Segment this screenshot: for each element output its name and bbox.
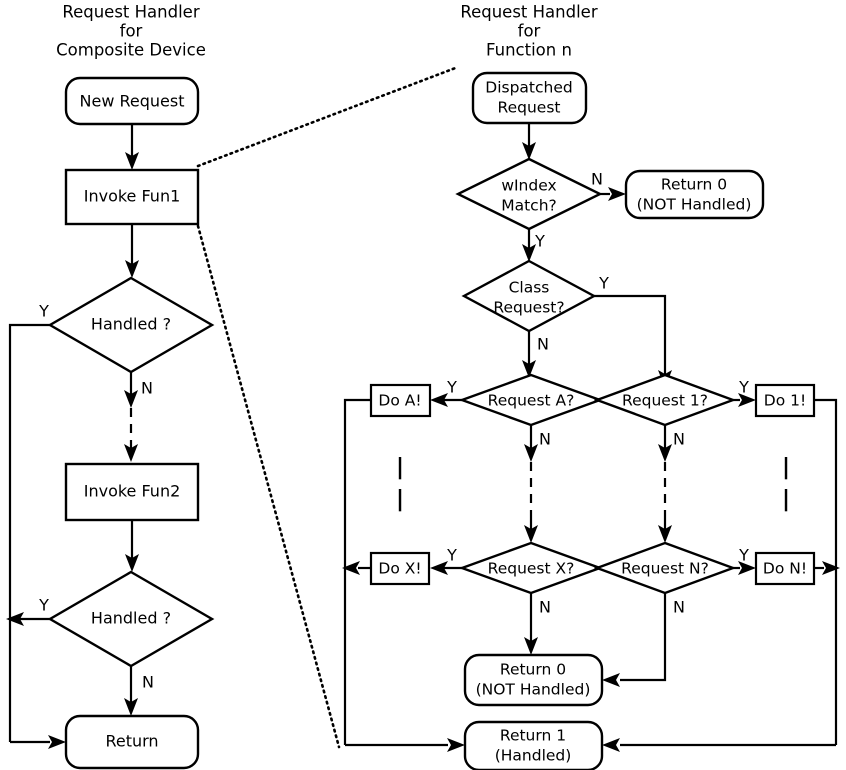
right-heading-line1: Request Handler <box>460 3 597 22</box>
label-handled2-yes: Y <box>38 596 49 615</box>
ellipsis-mark-left-1: | <box>396 455 404 480</box>
node-invoke-fun1[interactable] <box>64 168 200 226</box>
arrowhead-windex-no <box>608 187 626 201</box>
label-class-no: N <box>537 335 549 354</box>
arrowhead-request-a-no <box>524 444 538 462</box>
node-return1-line1: Return 1 <box>500 727 566 745</box>
node-invoke-fun2-label: Invoke Fun2 <box>84 482 181 501</box>
node-request-1-label: Request 1? <box>622 392 708 410</box>
node-return1-line2: (Handled) <box>495 747 572 765</box>
node-return0-bottom[interactable] <box>463 653 604 707</box>
left-heading-line3: Composite Device <box>56 41 206 60</box>
label-request-1-no: N <box>673 430 685 449</box>
edge-handled1-yes-rail <box>8 323 50 742</box>
label-windex-yes: Y <box>534 232 545 251</box>
node-request-a-label: Request A? <box>488 392 575 410</box>
node-handled-2-label: Handled ? <box>91 609 171 628</box>
arrowhead-dispatched-to-windex <box>522 142 536 160</box>
label-request-x-no: N <box>539 598 551 617</box>
arrowhead-request-x-no <box>524 637 538 655</box>
arrowhead-do-n-to-rail <box>822 561 840 575</box>
edge-request-n-no <box>620 593 667 682</box>
arrowhead-handled1-no <box>124 390 138 408</box>
arrowhead-handled2-no <box>124 698 138 716</box>
right-heading-line2: for <box>518 22 541 41</box>
node-return0-top[interactable] <box>624 169 765 220</box>
label-request-x-yes: Y <box>446 546 457 565</box>
edge-class-yes <box>594 294 667 378</box>
node-request-n-label: Request N? <box>621 560 709 578</box>
arrowhead-dashed-to-fun2 <box>124 444 138 462</box>
label-request-1-yes: Y <box>738 378 749 397</box>
edge-do-a-rail <box>343 398 371 745</box>
right-heading-line3: Function n <box>486 41 572 60</box>
ellipsis-mark-left-2: | <box>396 487 404 512</box>
edge-do-1-rail <box>814 398 838 745</box>
node-return-left-label: Return <box>105 732 158 751</box>
zoom-connector-bottom <box>196 224 341 749</box>
arrowhead-handled2-yes <box>6 612 24 626</box>
arrowhead-class-no <box>522 360 536 378</box>
arrowhead-request-n-no <box>602 673 620 687</box>
arrowhead-newreq-to-fun1 <box>125 152 139 170</box>
node-do-n-label: Do N! <box>763 560 807 578</box>
node-dispatched-request-line2: Request <box>498 99 561 117</box>
label-handled1-yes: Y <box>38 302 49 321</box>
arrowhead-request-x-yes <box>430 561 448 575</box>
arrowhead-dashed-to-request-n <box>658 525 672 543</box>
arrowhead-rail-into-return <box>48 735 66 749</box>
node-return0-bottom-line2: (NOT Handled) <box>476 681 591 699</box>
node-dispatched-request-line1: Dispatched <box>485 79 572 97</box>
arrowhead-request-a-yes <box>430 393 448 407</box>
label-handled1-no: N <box>141 379 153 398</box>
label-request-n-no: N <box>673 598 685 617</box>
node-class-request-line1: Class <box>509 279 550 297</box>
node-windex-match-line2: Match? <box>501 197 557 215</box>
left-heading-line1: Request Handler <box>62 3 199 22</box>
node-return1[interactable] <box>463 720 604 770</box>
arrowhead-request-1-no <box>658 444 672 462</box>
ellipsis-mark-right-1: | <box>782 455 790 480</box>
zoom-connector-top <box>196 65 460 168</box>
node-return0-top-line2: (NOT Handled) <box>637 196 752 214</box>
arrowhead-request-n-yes <box>738 561 756 575</box>
node-do-a-label: Do A! <box>378 392 421 410</box>
arrowhead-do-x-to-rail <box>342 561 360 575</box>
label-request-n-yes: Y <box>738 546 749 565</box>
node-handled-1-label: Handled ? <box>91 315 171 334</box>
node-invoke-fun1-label: Invoke Fun1 <box>84 187 181 206</box>
label-windex-no: N <box>591 170 603 189</box>
node-do-a[interactable] <box>369 383 432 418</box>
arrowhead-dashed-to-request-x <box>524 525 538 543</box>
ellipsis-mark-right-2: | <box>782 487 790 512</box>
node-windex-match-line1: wIndex <box>501 177 556 195</box>
node-return0-bottom-line1: Return 0 <box>500 661 566 679</box>
node-request-x-label: Request X? <box>488 560 575 578</box>
arrowhead-fun2-to-handled2 <box>125 554 139 572</box>
arrowhead-windex-yes <box>522 244 536 262</box>
arrowhead-fun1-to-handled1 <box>125 260 139 278</box>
node-new-request-label: New Request <box>80 92 185 111</box>
node-return-left[interactable] <box>64 714 200 770</box>
node-do-n[interactable] <box>754 551 816 586</box>
label-class-yes: Y <box>598 274 609 293</box>
node-class-request-line2: Request? <box>493 299 564 317</box>
arrowhead-request-1-yes <box>738 393 756 407</box>
node-do-1-label: Do 1! <box>764 392 806 410</box>
node-return0-top-line1: Return 0 <box>661 176 727 194</box>
node-do-x-label: Do X! <box>378 560 421 578</box>
node-invoke-fun2[interactable] <box>64 462 200 522</box>
label-request-a-yes: Y <box>446 378 457 397</box>
label-handled2-no: N <box>142 673 154 692</box>
label-request-a-no: N <box>539 430 551 449</box>
arrowhead-left-rail-into-return1 <box>447 738 465 752</box>
arrowhead-right-rail-into-return1 <box>602 738 620 752</box>
left-heading-line2: for <box>120 22 143 41</box>
node-do-1[interactable] <box>754 383 816 418</box>
